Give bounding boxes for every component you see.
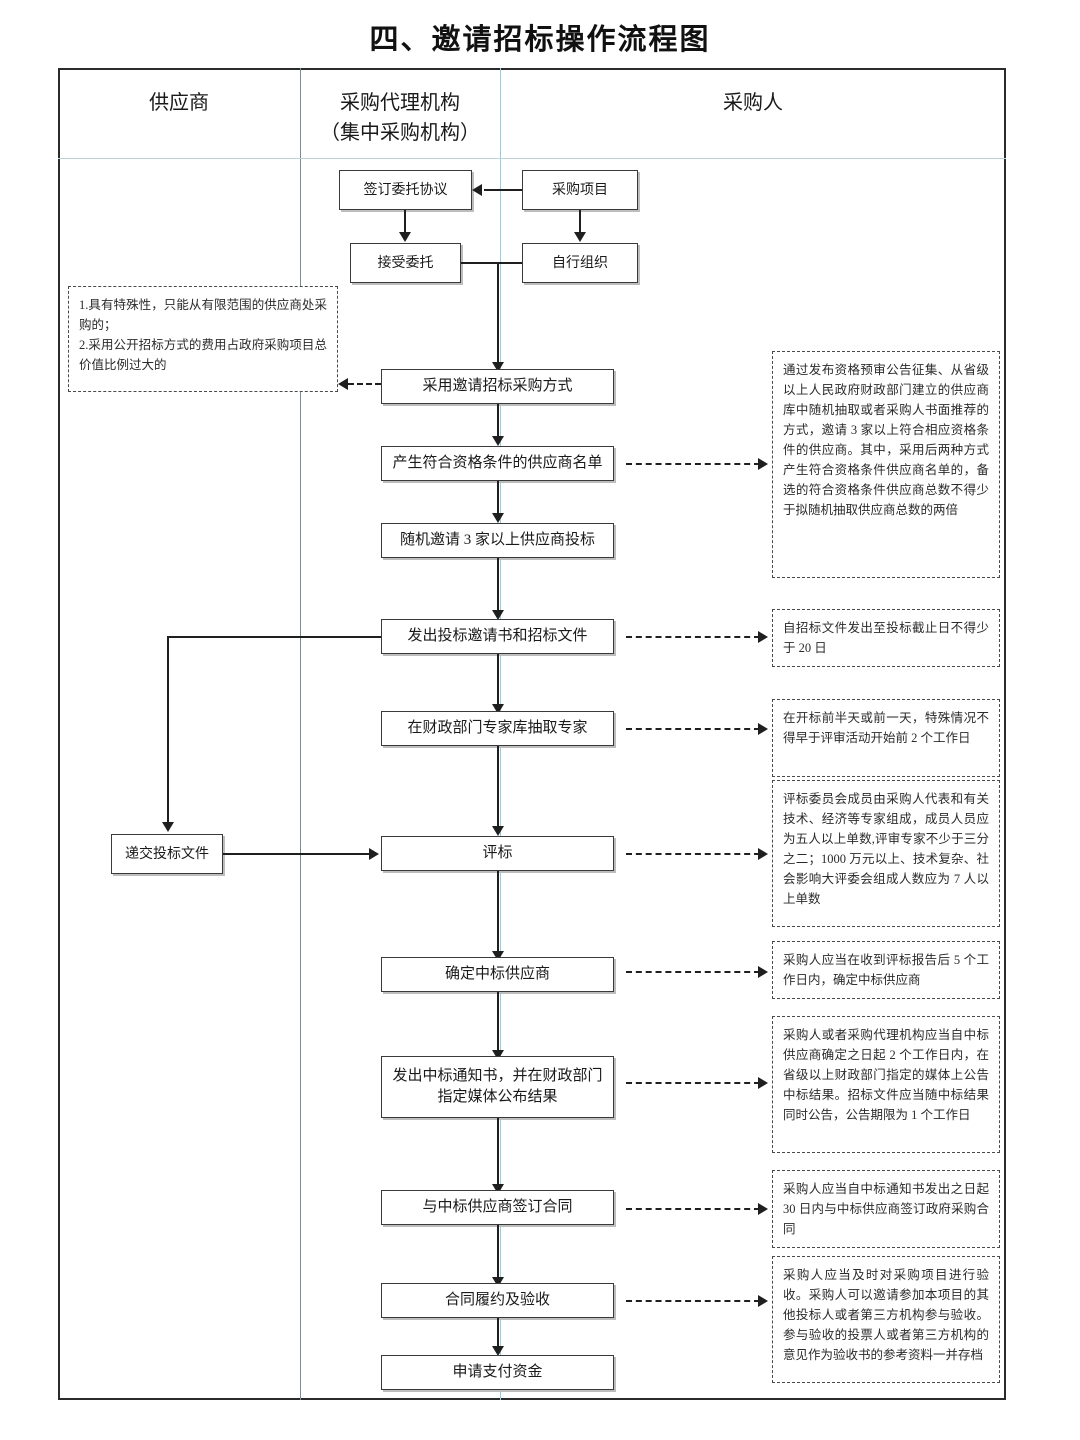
dashed-connector-experts-note: [626, 728, 760, 730]
note-evaluate: 评标委员会成员由采购人代表和有关技术、经济等专家组成，成员人员应为五人以上单数,…: [772, 780, 1000, 927]
connector-project-to-self: [579, 210, 581, 233]
arrowhead-experts-note: [758, 723, 768, 735]
connector-winner-to-notice: [497, 992, 499, 1054]
note-notice: 采购人或者采购代理机构应当自中标供应商确定之日起 2 个工作日内，在省级以上财政…: [772, 1016, 1000, 1153]
connector-accept-to-payment: [497, 1318, 499, 1350]
connector-notice-to-contract: [497, 1118, 499, 1188]
box-accept-entrust[interactable]: 接受委托: [350, 243, 461, 283]
lane-header-agency-line1: 采购代理机构: [340, 92, 460, 114]
connector-merge-down: [497, 262, 499, 372]
arrowhead-list-note: [758, 458, 768, 470]
box-self-organize[interactable]: 自行组织: [522, 243, 638, 283]
note-winner: 采购人应当在收到评标报告后 5 个工作日内，确定中标供应商: [772, 941, 1000, 999]
arrowhead-list-to-random: [492, 513, 504, 523]
dashed-connector-acceptance-note: [626, 1300, 760, 1302]
connector-invite-to-list: [497, 404, 499, 438]
connector-sign-to-accept: [404, 210, 406, 233]
note-qualified-list: 通过发布资格预审公告征集、从省级以上人民政府财政部门建立的供应商库中随机抽取或者…: [772, 351, 1000, 578]
arrowhead-contract-note: [758, 1203, 768, 1215]
arrowhead-left-to-submit: [162, 822, 174, 832]
arrowhead-winner-note: [758, 966, 768, 978]
dashed-connector-invite-to-note: [348, 383, 381, 385]
arrowhead-merge-to-invite: [492, 362, 504, 372]
note-left-condition: 1.具有特殊性，只能从有限范围的供应商处采购的； 2.采用公开招标方式的费用占政…: [68, 286, 338, 392]
arrowhead-notice-note: [758, 1077, 768, 1089]
box-issue-notice[interactable]: 发出中标通知书，并在财政部门 指定媒体公布结果: [381, 1056, 614, 1118]
lane-header-agency-line2: （集中采购机构）: [320, 122, 480, 144]
connector-project-to-sign: [484, 189, 522, 191]
connector-merge-bar: [461, 262, 522, 264]
lane-header-agency: 采购代理机构 （集中采购机构）: [302, 88, 498, 148]
arrowhead-invite-to-list: [492, 436, 504, 446]
note-contract: 采购人应当自中标通知书发出之日起 30 日内与中标供应商签订政府采购合同: [772, 1170, 1000, 1248]
arrowhead-project-to-self: [574, 232, 586, 242]
connector-issue-to-left: [167, 636, 381, 638]
box-perform-accept[interactable]: 合同履约及验收: [381, 1283, 614, 1318]
box-determine-winner[interactable]: 确定中标供应商: [381, 957, 614, 992]
box-sign-entrust[interactable]: 签订委托协议: [339, 170, 472, 210]
arrowhead-accept-to-payment: [492, 1346, 504, 1356]
box-submit-bid[interactable]: 递交投标文件: [111, 834, 223, 874]
arrowhead-invite-to-note: [338, 378, 348, 390]
connector-list-to-random: [497, 481, 499, 515]
arrowhead-submit-to-evaluate: [369, 848, 379, 860]
dashed-connector-evaluate-note: [626, 853, 760, 855]
arrowhead-notice-to-contract: [492, 1184, 504, 1194]
connector-issue-to-experts: [497, 654, 499, 708]
arrowhead-winner-to-notice: [492, 1050, 504, 1060]
connector-contract-to-accept: [497, 1225, 499, 1281]
connector-experts-to-evaluate: [497, 746, 499, 830]
lane-divider-1: [300, 68, 301, 1400]
arrowhead-project-to-sign: [472, 184, 482, 196]
dashed-connector-contract-note: [626, 1208, 760, 1210]
note-experts: 在开标前半天或前一天，特殊情况不得早于评审活动开始前 2 个工作日: [772, 699, 1000, 777]
arrowhead-evaluate-to-winner: [492, 951, 504, 961]
box-evaluate[interactable]: 评标: [381, 836, 614, 871]
connector-evaluate-to-winner: [497, 871, 499, 955]
arrowhead-issue-to-experts: [492, 704, 504, 714]
note-left-condition-line1: 1.具有特殊性，只能从有限范围的供应商处采购的；: [79, 298, 327, 332]
box-issue-notice-line1: 发出中标通知书，并在财政部门: [392, 1068, 603, 1084]
arrowhead-sign-to-accept: [399, 232, 411, 242]
arrowhead-experts-to-evaluate: [492, 826, 504, 836]
note-invitation: 自招标文件发出至投标截止日不得少于 20 日: [772, 609, 1000, 667]
connector-submit-to-evaluate: [223, 853, 371, 855]
box-random-invite[interactable]: 随机邀请 3 家以上供应商投标: [381, 523, 614, 558]
dashed-connector-invitation-note: [626, 636, 760, 638]
connector-left-down: [167, 636, 169, 826]
arrowhead-random-to-issue: [492, 610, 504, 620]
box-issue-invitation[interactable]: 发出投标邀请书和招标文件: [381, 619, 614, 654]
box-issue-notice-line2: 指定媒体公布结果: [437, 1089, 558, 1105]
arrowhead-acceptance-note: [758, 1295, 768, 1307]
box-qualified-list[interactable]: 产生符合资格条件的供应商名单: [381, 446, 614, 481]
arrowhead-contract-to-accept: [492, 1277, 504, 1287]
page-title: 四、邀请招标操作流程图: [369, 24, 711, 56]
arrowhead-invitation-note: [758, 631, 768, 643]
box-draw-experts[interactable]: 在财政部门专家库抽取专家: [381, 711, 614, 746]
box-sign-contract[interactable]: 与中标供应商签订合同: [381, 1190, 614, 1225]
dashed-connector-list-note: [626, 463, 760, 465]
arrowhead-evaluate-note: [758, 848, 768, 860]
lane-header-purchaser: 采购人: [723, 92, 783, 114]
dashed-connector-winner-note: [626, 971, 760, 973]
header-separator: [58, 158, 1006, 159]
box-apply-payment[interactable]: 申请支付资金: [381, 1355, 614, 1390]
box-purchase-project[interactable]: 采购项目: [522, 170, 638, 210]
dashed-connector-notice-note: [626, 1082, 760, 1084]
connector-random-to-issue: [497, 558, 499, 614]
note-left-condition-line2: 2.采用公开招标方式的费用占政府采购项目总价值比例过大的: [79, 338, 327, 372]
box-invite-method[interactable]: 采用邀请招标采购方式: [381, 369, 614, 404]
lane-header-supplier: 供应商: [149, 92, 209, 114]
note-acceptance: 采购人应当及时对采购项目进行验收。采购人可以邀请参加本项目的其他投标人或者第三方…: [772, 1256, 1000, 1383]
